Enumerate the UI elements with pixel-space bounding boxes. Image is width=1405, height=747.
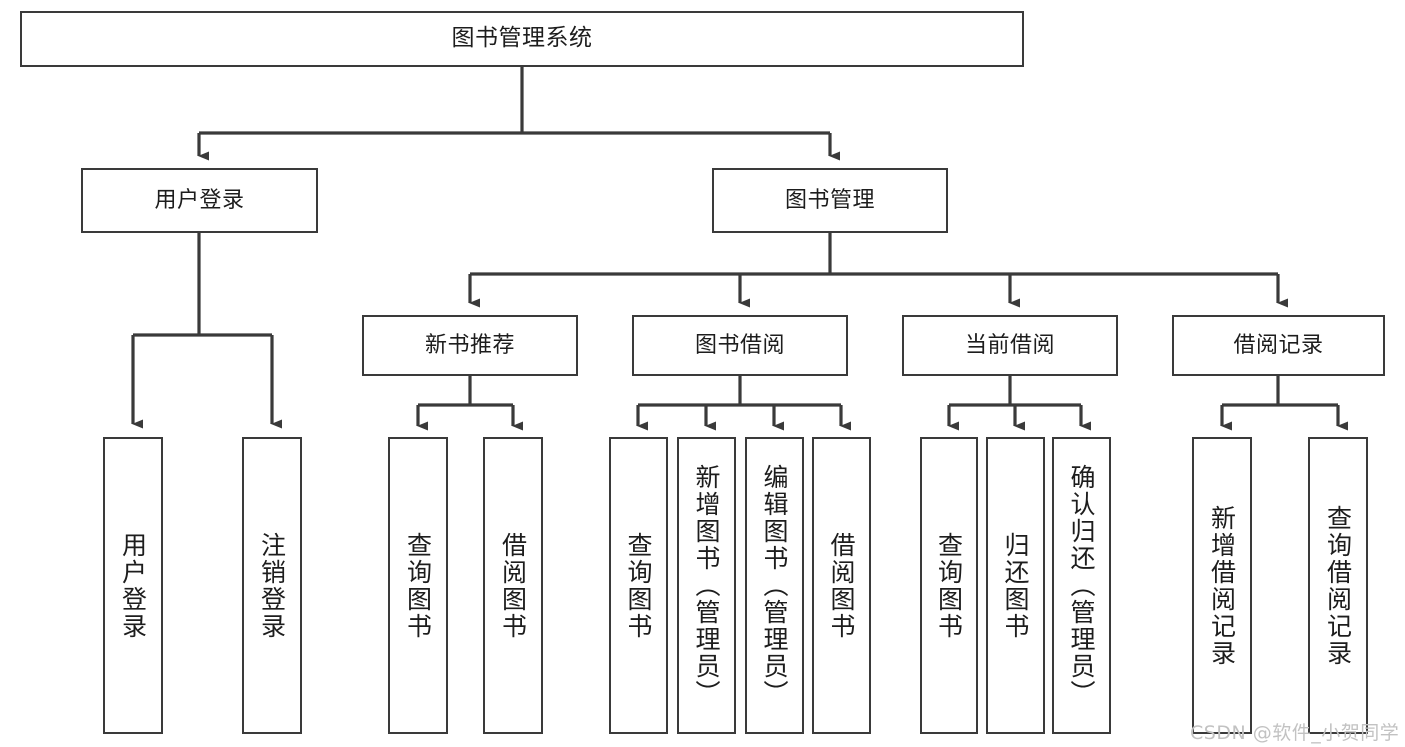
leaf-add-borrow-record[interactable]: 新增借阅记录 (1192, 437, 1252, 734)
leaf-query-borrow-record[interactable]: 查询借阅记录 (1308, 437, 1368, 734)
node-new-book-recommendation[interactable]: 新书推荐 (362, 315, 578, 376)
node-label: 新增借阅记录 (1207, 504, 1237, 667)
watermark: CSDN @软件_小贺同学 (1190, 722, 1400, 744)
node-label: 借阅记录 (1233, 332, 1324, 358)
node-label: 注销登录 (257, 531, 287, 640)
node-label: 用户登录 (118, 531, 148, 640)
node-label: 查询图书 (934, 531, 964, 640)
node-label: 查询图书 (624, 531, 653, 640)
node-label: 查询图书 (403, 531, 433, 640)
leaf-confirm-return-admin[interactable]: 确认归还（管理员） (1052, 437, 1111, 734)
node-label: 归还图书 (1001, 531, 1030, 640)
leaf-query-books-recommendation[interactable]: 查询图书 (388, 437, 448, 734)
node-label: 当前借阅 (964, 332, 1055, 358)
leaf-query-books-borrowing[interactable]: 查询图书 (609, 437, 668, 734)
node-borrowing-records[interactable]: 借阅记录 (1172, 315, 1385, 376)
node-label: 图书管理 (784, 187, 875, 213)
node-label: 借阅图书 (498, 531, 528, 640)
node-label: 图书借阅 (694, 332, 785, 358)
node-label: 图书管理系统 (451, 25, 593, 52)
leaf-borrow-books[interactable]: 借阅图书 (812, 437, 871, 734)
leaf-edit-book-admin[interactable]: 编辑图书（管理员） (745, 437, 804, 734)
node-label: 编辑图书（管理员） (760, 464, 789, 707)
leaf-borrow-books-recommendation[interactable]: 借阅图书 (483, 437, 543, 734)
node-label: 确认归还（管理员） (1067, 464, 1096, 707)
node-label: 用户登录 (154, 187, 245, 213)
leaf-add-book-admin[interactable]: 新增图书（管理员） (677, 437, 736, 734)
node-book-management[interactable]: 图书管理 (712, 168, 948, 233)
node-root-system[interactable]: 图书管理系统 (20, 11, 1024, 67)
node-current-borrowing[interactable]: 当前借阅 (902, 315, 1118, 376)
leaf-user-login[interactable]: 用户登录 (103, 437, 163, 734)
leaf-logout[interactable]: 注销登录 (242, 437, 302, 734)
node-label: 查询借阅记录 (1323, 504, 1353, 667)
node-book-borrowing[interactable]: 图书借阅 (632, 315, 848, 376)
node-label: 新书推荐 (424, 332, 515, 358)
node-label: 借阅图书 (827, 531, 856, 640)
node-label: 新增图书（管理员） (692, 464, 721, 707)
leaf-query-books-current[interactable]: 查询图书 (920, 437, 978, 734)
node-user-login[interactable]: 用户登录 (81, 168, 318, 233)
leaf-return-books[interactable]: 归还图书 (986, 437, 1045, 734)
